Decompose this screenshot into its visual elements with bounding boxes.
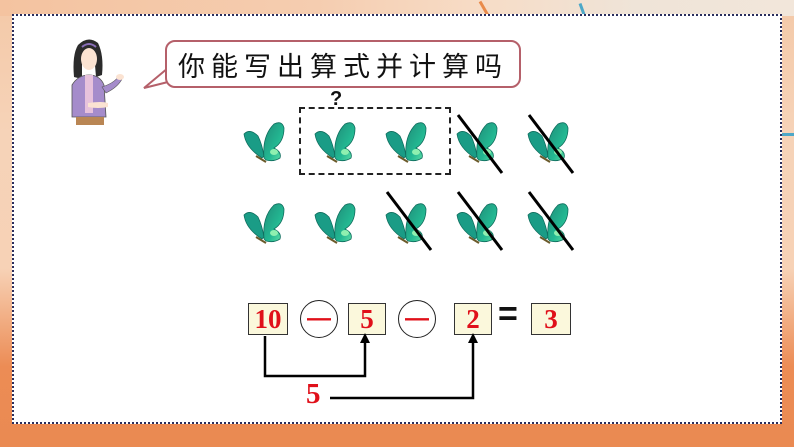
equals-sign: = [498, 295, 518, 333]
operand-box-10: 10 [248, 303, 288, 335]
butterfly-icon [456, 202, 498, 244]
question-mark: ? [330, 88, 343, 110]
butterfly-icon [243, 202, 285, 244]
result-value: 3 [544, 303, 558, 334]
operand-2: 5 [360, 303, 374, 334]
butterfly-icon [314, 121, 356, 163]
operand-1: 10 [254, 303, 282, 334]
operand-box-5: 5 [348, 303, 386, 335]
operand-3: 2 [466, 303, 480, 334]
butterfly-icon [243, 121, 285, 163]
butterfly-icon [385, 121, 427, 163]
intermediate-result: 5 [306, 378, 321, 410]
speech-bubble: 你能写出算式并计算吗 [165, 40, 521, 88]
operator-circle-2: — [398, 300, 436, 338]
butterfly-icon [314, 202, 356, 244]
operand-box-2: 2 [454, 303, 492, 335]
butterfly-icon [385, 202, 427, 244]
operator-minus-2: — [405, 305, 429, 332]
speech-bubble-tail [143, 67, 169, 89]
butterfly-icon [527, 202, 569, 244]
operator-circle-1: — [300, 300, 338, 338]
teacher-illustration-icon [71, 39, 124, 125]
grouped-butterflies-box [299, 107, 451, 175]
butterfly-icon [456, 121, 498, 163]
result-box: 3 [531, 303, 571, 335]
butterfly-icon [527, 121, 569, 163]
background-stripe-blue-right [782, 133, 794, 136]
speech-text: 你能写出算式并计算吗 [178, 51, 508, 83]
background-top-band [0, 0, 794, 16]
operator-minus-1: — [307, 305, 331, 332]
